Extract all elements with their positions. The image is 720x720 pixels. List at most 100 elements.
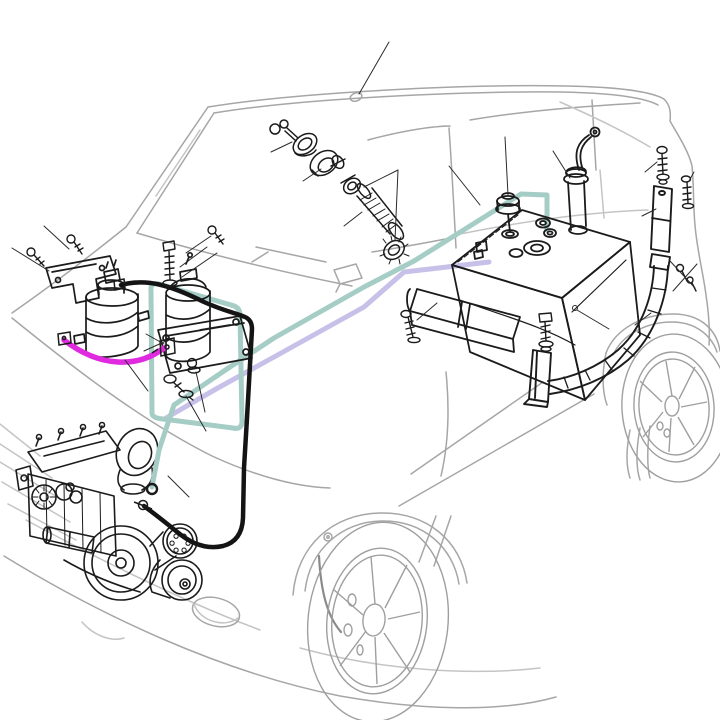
return-pipe-lavender [163, 259, 492, 421]
leader-strap-mid [634, 312, 652, 326]
supply-pipe-teal [149, 191, 550, 490]
tank-guard-strap [523, 185, 673, 408]
filler-hose [356, 187, 403, 235]
drive-belt [149, 531, 177, 571]
leader-bracket-screw-b [43, 225, 70, 250]
block-ribs [45, 479, 102, 554]
filter-assembly [45, 251, 253, 374]
leader-filler-neck [552, 150, 571, 179]
tire [306, 521, 450, 720]
b-pillar [448, 127, 457, 249]
rear-wheel [621, 333, 720, 483]
leader-clamp-2 [143, 340, 167, 352]
lug-hole [347, 593, 357, 607]
banjo-washer [133, 501, 153, 510]
starter-motor [45, 526, 95, 554]
rear-edge [663, 98, 711, 346]
rear-window-line [469, 102, 641, 121]
compressor-hub [179, 578, 191, 590]
alternator [31, 484, 57, 510]
pulley-holes [169, 533, 191, 553]
leader-roof-grommet [358, 41, 390, 95]
pump-cap [179, 256, 198, 282]
engine-block [27, 473, 117, 557]
tank-callout-dot [572, 305, 578, 311]
compressor-inner [167, 565, 197, 595]
bracket-hole [54, 276, 62, 284]
cowl-line [136, 232, 353, 287]
pipe-end-fitting [145, 482, 159, 496]
breather-bulb-dot [592, 129, 598, 135]
rim-outer [325, 547, 429, 695]
rear-door-line [599, 169, 605, 219]
fasteners [26, 145, 697, 401]
engine-assembly [15, 421, 203, 601]
door-trailing-edge [440, 371, 449, 477]
leader-pipe-end [167, 475, 190, 498]
leader-long-bolt-1 [179, 246, 208, 268]
injection-pump [15, 465, 34, 491]
lug-hole [356, 644, 364, 656]
filler-neck [563, 166, 589, 235]
leader-bolt-i [644, 161, 658, 173]
body-fixing-mark-dot [326, 535, 330, 539]
bracket-hole [98, 264, 106, 272]
oil-pan-line [63, 559, 141, 593]
grille-slat [0, 423, 77, 541]
timing-gear-small [69, 490, 83, 504]
sender-seal-inner [505, 231, 515, 237]
leader-cap-v1 [363, 169, 399, 188]
headlight-inner [193, 603, 239, 624]
seal-ring-inner [347, 181, 357, 191]
filler-cap-inner [297, 137, 313, 151]
rim-inner [331, 554, 423, 688]
headlight [191, 596, 241, 628]
leader-bolt-f [185, 395, 207, 432]
leader-cap-key [270, 141, 293, 153]
feed-hose-fittings [113, 278, 153, 511]
bolt-with-washer [163, 374, 194, 401]
rear-arch-lower [602, 352, 608, 406]
bumper-crease-left [25, 519, 261, 631]
front-window-top [367, 125, 451, 141]
crank-damper-2 [91, 533, 151, 593]
hose-start-fitting [113, 278, 126, 291]
cover-bolt-head [57, 427, 65, 435]
alternator-fins [32, 485, 56, 509]
rim-outer [633, 351, 715, 463]
idler [65, 482, 75, 492]
strap-rungs [563, 287, 667, 389]
car-outline [0, 84, 720, 709]
sedimenter-inlet [73, 333, 86, 345]
bumper-outer [3, 555, 557, 709]
wiper-arm [251, 246, 327, 263]
sill-line-lower [398, 393, 595, 507]
rear-window-divider [591, 99, 597, 171]
tank-right-crease [571, 259, 627, 313]
roof-grommet [349, 91, 363, 103]
sedimenter-band [85, 311, 139, 338]
spokes [332, 556, 421, 685]
rim-inner [638, 358, 710, 456]
leader-bolt-j [688, 171, 695, 182]
sender-pipe [507, 213, 511, 233]
key-ring [269, 123, 281, 135]
plate-screw [174, 362, 182, 370]
leader-lines [11, 41, 698, 498]
screw [207, 225, 225, 245]
tank-sender [495, 192, 521, 239]
filler-cap [292, 132, 318, 156]
rear-arch-lip [612, 321, 718, 356]
tank-bolt-right-2 [680, 175, 695, 210]
intake-horn-inner [127, 440, 153, 470]
breather-bulb [589, 126, 601, 138]
fuel-lift-pump [157, 251, 253, 374]
pump-cap-bolt [186, 251, 194, 259]
tank-plate [523, 240, 551, 256]
lug-hole [343, 623, 353, 637]
feed-hose-black [118, 280, 255, 550]
hub [664, 395, 680, 417]
hose-end [356, 182, 372, 200]
mount-arm [149, 559, 171, 599]
